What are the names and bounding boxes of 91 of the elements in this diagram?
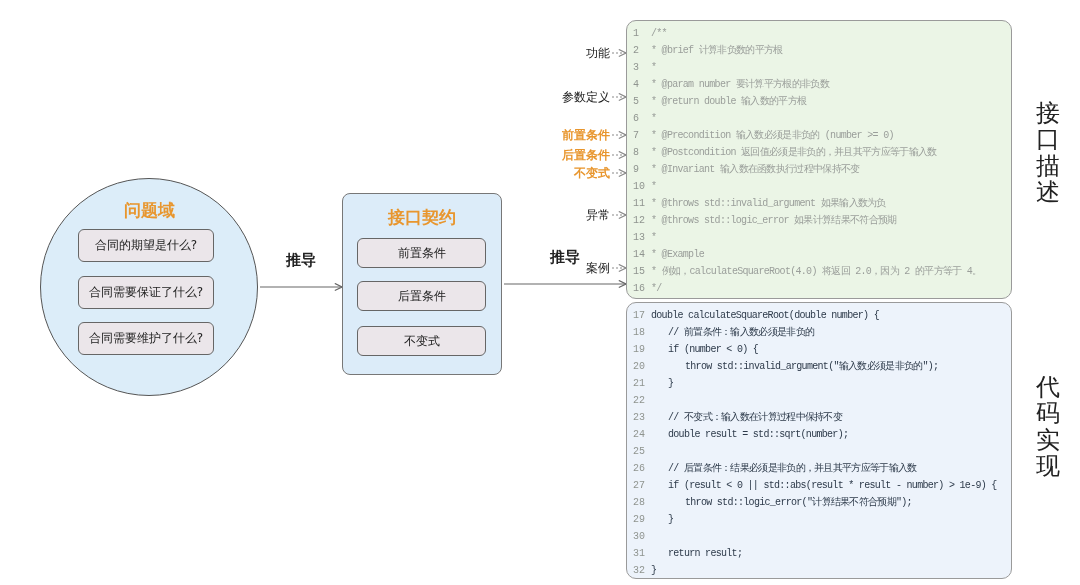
section-title: 代码实现 (1036, 374, 1060, 480)
line-number: 24 (633, 428, 645, 442)
line-number: 1 (633, 27, 639, 41)
code-line: double calculateSquareRoot(double number) { (651, 309, 879, 323)
code-line: } (668, 513, 674, 527)
item-box: 合同需要保证了什么? (78, 276, 214, 309)
code-line: // 不变式：输入数在计算过程中保持不变 (668, 410, 842, 425)
line-number: 2 (633, 44, 639, 58)
line-number: 6 (633, 112, 639, 126)
code-line: } (668, 377, 674, 391)
item-box: 合同需要维护了什么? (78, 322, 214, 355)
code-line: throw std::invalid_argument("输入数必须是非负的"); (685, 360, 939, 374)
dotted-arrow (611, 263, 627, 273)
line-number: 18 (633, 326, 645, 340)
line-number: 30 (633, 530, 645, 544)
arrow (259, 282, 343, 292)
dotted-arrow (611, 92, 627, 102)
comment-line: * @brief 计算非负数的平方根 (651, 43, 783, 58)
item-box: 不变式 (357, 326, 486, 356)
panel-title: 接口契约 (388, 206, 456, 229)
item-box: 合同的期望是什么? (78, 229, 214, 262)
annotation-label: 参数定义 (540, 88, 610, 106)
annotation-label: 功能 (540, 44, 610, 62)
code-line: double result = std::sqrt(number); (668, 428, 849, 442)
dotted-arrow (611, 130, 627, 140)
line-number: 10 (633, 180, 645, 194)
comment-line: * (651, 180, 657, 194)
line-number: 26 (633, 462, 645, 476)
line-number: 29 (633, 513, 645, 527)
item-box: 前置条件 (357, 238, 486, 268)
annotation-label: 不变式 (540, 164, 610, 182)
comment-line: * @throws std::logic_error 如果计算结果不符合预期 (651, 213, 897, 228)
line-number: 12 (633, 214, 645, 228)
comment-line: * (651, 61, 657, 75)
comment-line: /** (651, 27, 667, 41)
section-title: 接口描述 (1036, 100, 1060, 206)
code-line: // 后置条件：结果必须是非负的，并且其平方应等于输入数 (668, 461, 917, 476)
comment-line: * @Invariant 输入数在函数执行过程中保持不变 (651, 162, 860, 177)
line-number: 8 (633, 146, 639, 160)
line-number: 23 (633, 411, 645, 425)
line-number: 4 (633, 78, 639, 92)
code-line: if (result < 0 || std::abs(result * result - number) > 1e-9) { (668, 479, 997, 493)
line-number: 31 (633, 547, 645, 561)
line-number: 22 (633, 394, 645, 408)
line-number: 11 (633, 197, 645, 211)
line-number: 27 (633, 479, 645, 493)
dotted-arrow (611, 210, 627, 220)
edge-label: 推导 (284, 251, 318, 270)
line-number: 17 (633, 309, 645, 323)
code-line: if (number < 0) { (668, 343, 759, 357)
annotation-label: 异常 (540, 206, 610, 224)
line-number: 25 (633, 445, 645, 459)
line-number: 20 (633, 360, 645, 374)
code-panel (626, 302, 1012, 579)
annotation-label: 前置条件 (540, 126, 610, 144)
line-number: 21 (633, 377, 645, 391)
code-line: // 前置条件：输入数必须是非负的 (668, 326, 815, 340)
comment-line: */ (651, 282, 662, 296)
comment-line: * @return double 输入数的平方根 (651, 94, 807, 109)
code-line: return result; (668, 547, 743, 561)
dotted-arrow (611, 150, 627, 160)
line-number: 28 (633, 496, 645, 510)
comment-line: * @Postcondition 返回值必须是非负的，并且其平方应等于输入数 (651, 145, 937, 160)
comment-line: * @param number 要计算平方根的非负数 (651, 77, 829, 92)
line-number: 19 (633, 343, 645, 357)
line-number: 15 (633, 265, 645, 279)
annotation-label: 后置条件 (540, 146, 610, 164)
dotted-arrow (611, 168, 627, 178)
line-number: 14 (633, 248, 645, 262)
line-number: 13 (633, 231, 645, 245)
code-line: } (651, 564, 657, 578)
comment-line: * @Example (651, 248, 704, 262)
line-number: 3 (633, 61, 639, 75)
circle-title: 问题域 (123, 199, 175, 222)
line-number: 5 (633, 95, 639, 109)
code-line: throw std::logic_error("计算结果不符合预期"); (685, 495, 912, 510)
comment-line: * (651, 231, 657, 245)
comment-line: * @throws std::invalid_argument 如果输入数为负 (651, 197, 886, 211)
dotted-arrow (611, 48, 627, 58)
doc-comment-panel (626, 20, 1012, 299)
line-number: 7 (633, 129, 639, 143)
line-number: 9 (633, 163, 639, 177)
arrow (503, 279, 627, 289)
contract-panel (342, 193, 502, 375)
comment-line: * @Precondition 输入数必须是非负的 (number >= 0) (651, 129, 894, 143)
line-number: 16 (633, 282, 645, 296)
line-number: 32 (633, 564, 645, 578)
edge-label: 推导 (548, 248, 582, 267)
comment-line: * (651, 112, 657, 126)
comment-line: * 例如，calculateSquareRoot(4.0) 将返回 2.0，因为 2 的平方等于 4。 (651, 264, 982, 279)
item-box: 后置条件 (357, 281, 486, 311)
